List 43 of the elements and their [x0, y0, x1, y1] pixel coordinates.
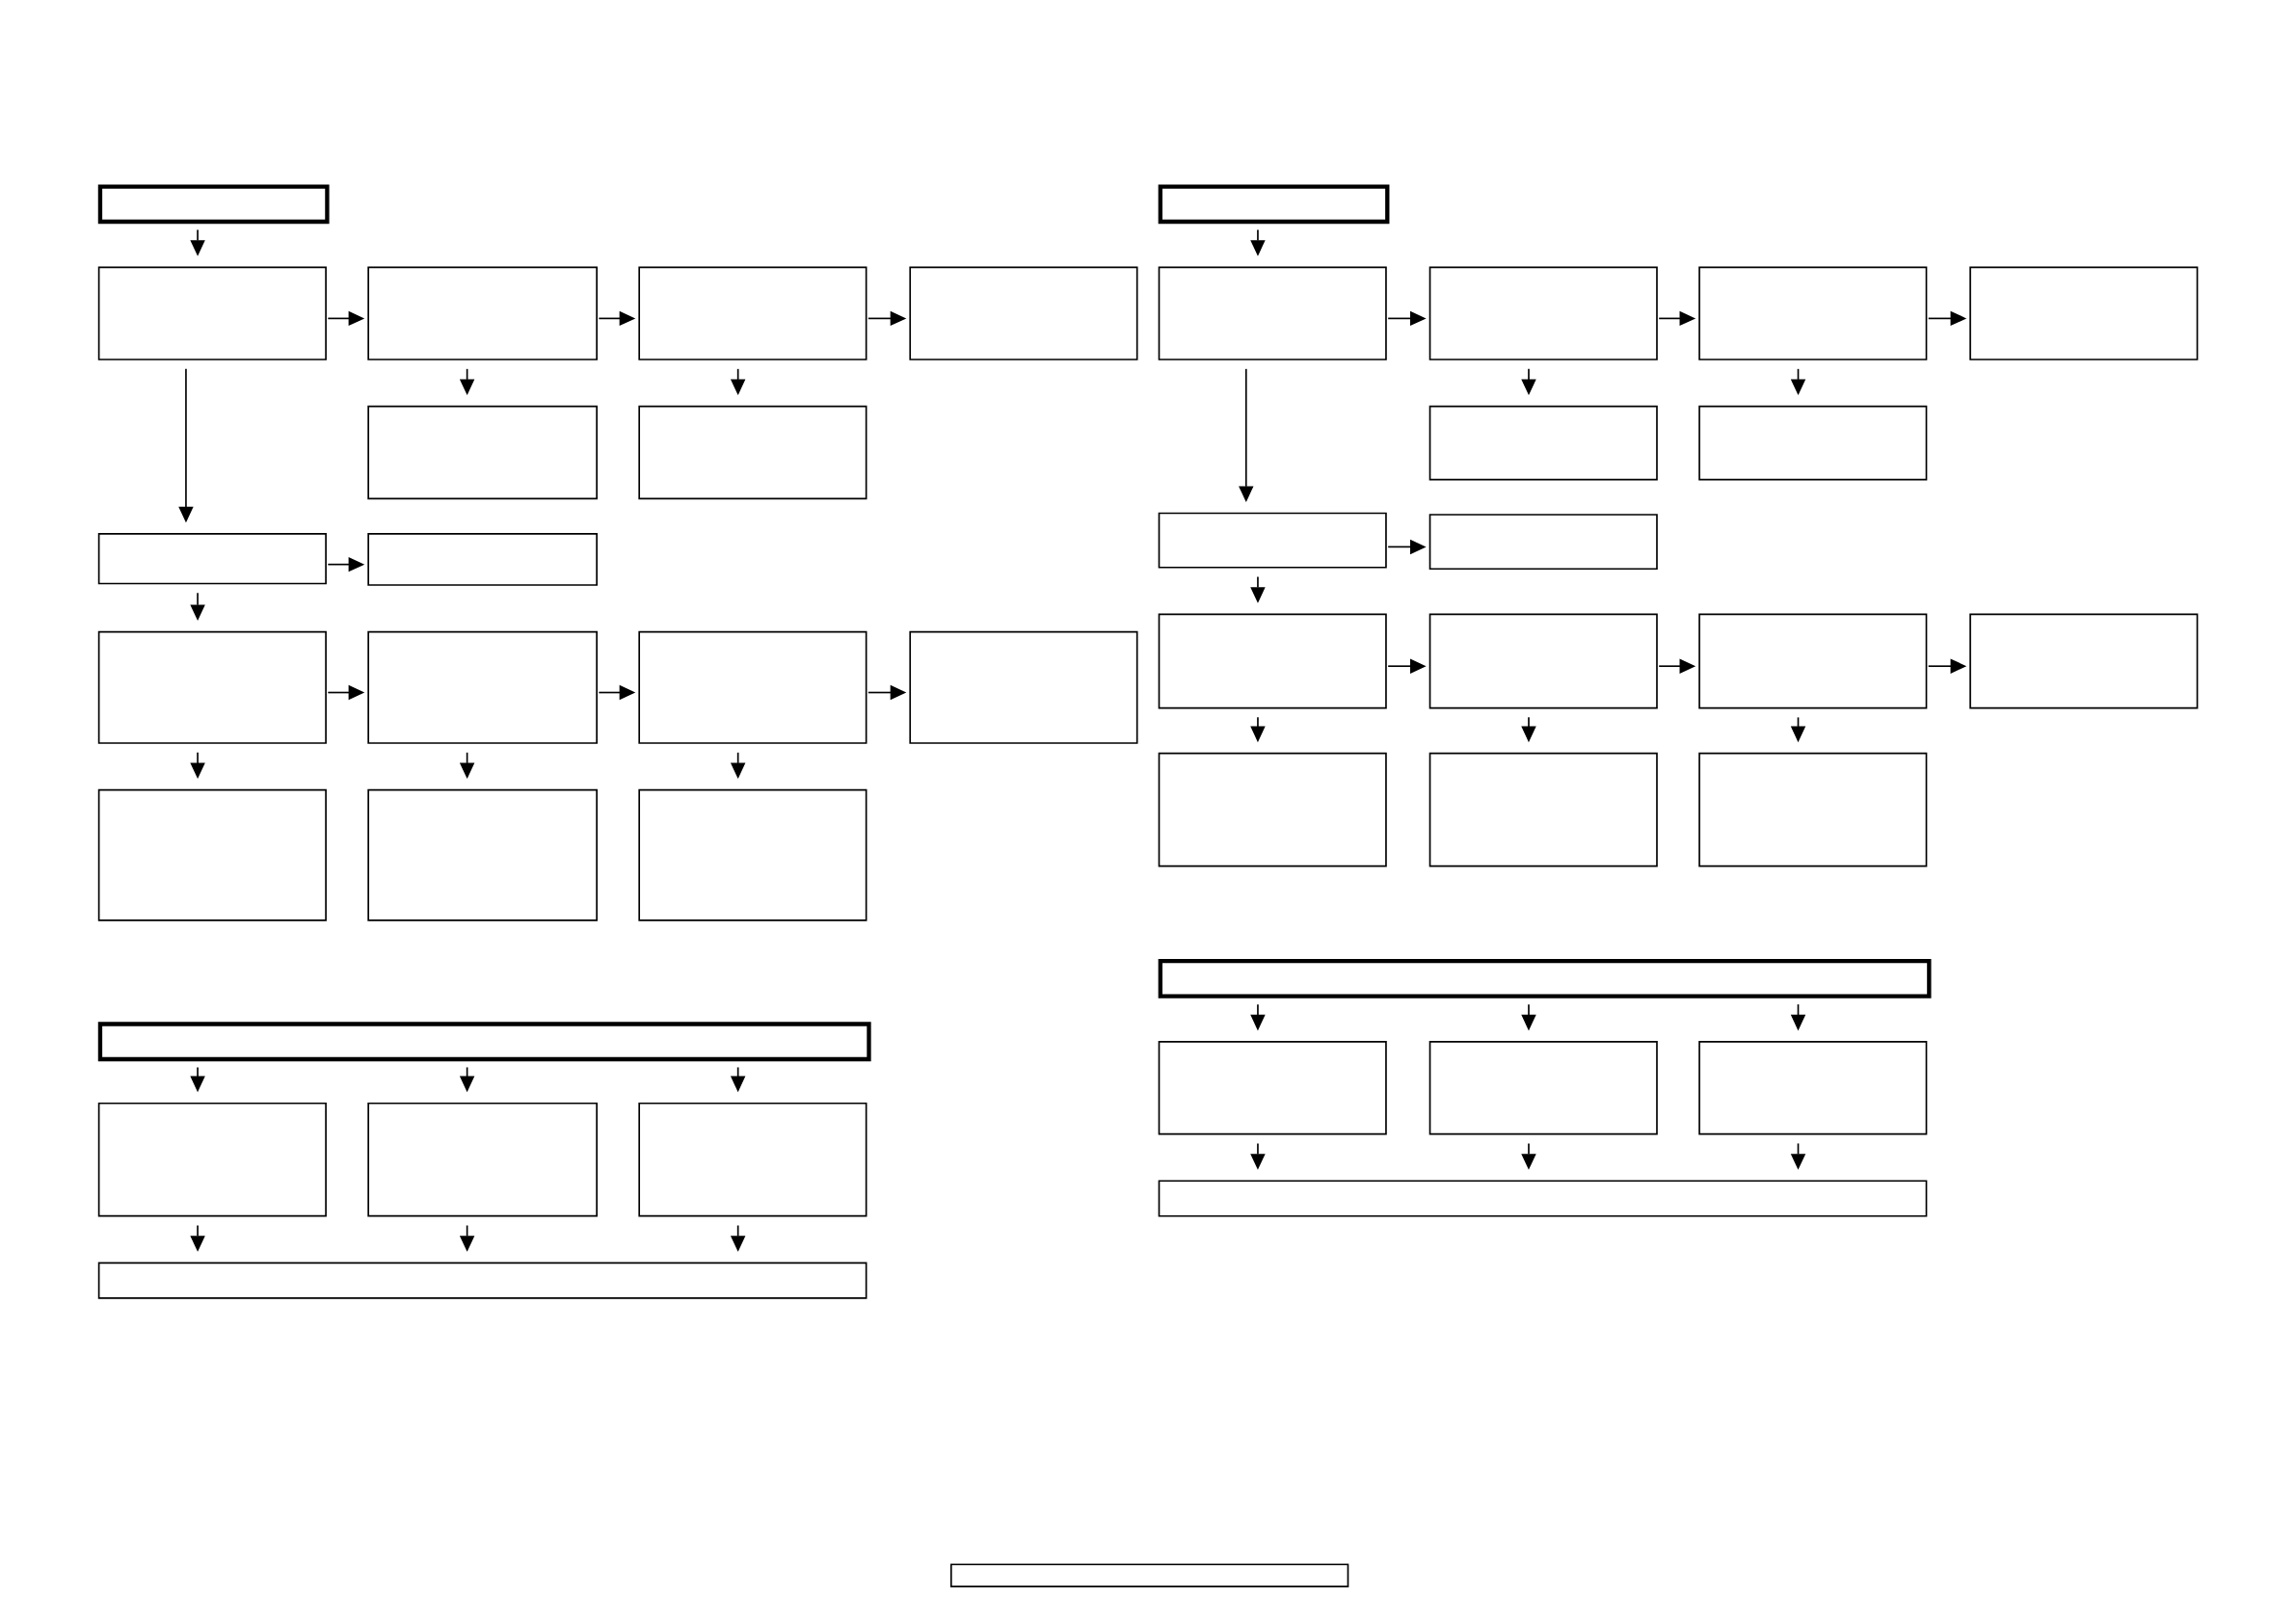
process-box	[638, 405, 868, 500]
process-box	[949, 1563, 1349, 1588]
process-box	[1428, 266, 1658, 360]
process-box	[1698, 613, 1928, 709]
process-box	[97, 533, 327, 585]
process-box	[367, 788, 598, 921]
process-box	[1428, 752, 1658, 867]
process-box	[1698, 405, 1928, 481]
process-box	[97, 1103, 327, 1217]
header-box	[1158, 184, 1390, 225]
process-box	[1698, 266, 1928, 360]
process-box	[1158, 1041, 1387, 1135]
process-box	[367, 405, 598, 500]
process-box	[97, 788, 327, 921]
process-box	[638, 1103, 868, 1217]
process-box	[1428, 405, 1658, 481]
process-box	[367, 266, 598, 360]
process-box	[1428, 1041, 1658, 1135]
process-box	[638, 630, 868, 744]
process-box	[367, 630, 598, 744]
process-box	[367, 533, 598, 586]
process-box	[638, 266, 868, 360]
process-box	[1158, 1180, 1928, 1217]
process-box	[97, 630, 327, 744]
process-box	[1428, 613, 1658, 709]
process-box	[1969, 613, 2199, 709]
process-box	[1698, 752, 1928, 867]
process-box	[1158, 613, 1387, 709]
process-box	[1158, 266, 1387, 360]
process-box	[909, 630, 1138, 744]
process-box	[1158, 752, 1387, 867]
process-box	[367, 1103, 598, 1217]
process-box	[97, 1262, 868, 1299]
process-box	[909, 266, 1138, 360]
process-box	[1428, 514, 1658, 571]
process-box	[1158, 512, 1387, 569]
process-box	[638, 788, 868, 921]
process-box	[1969, 266, 2199, 360]
process-box	[97, 266, 327, 360]
process-box	[1698, 1041, 1928, 1135]
header-box	[97, 184, 330, 225]
header-box	[97, 1022, 871, 1062]
header-box	[1158, 959, 1932, 998]
